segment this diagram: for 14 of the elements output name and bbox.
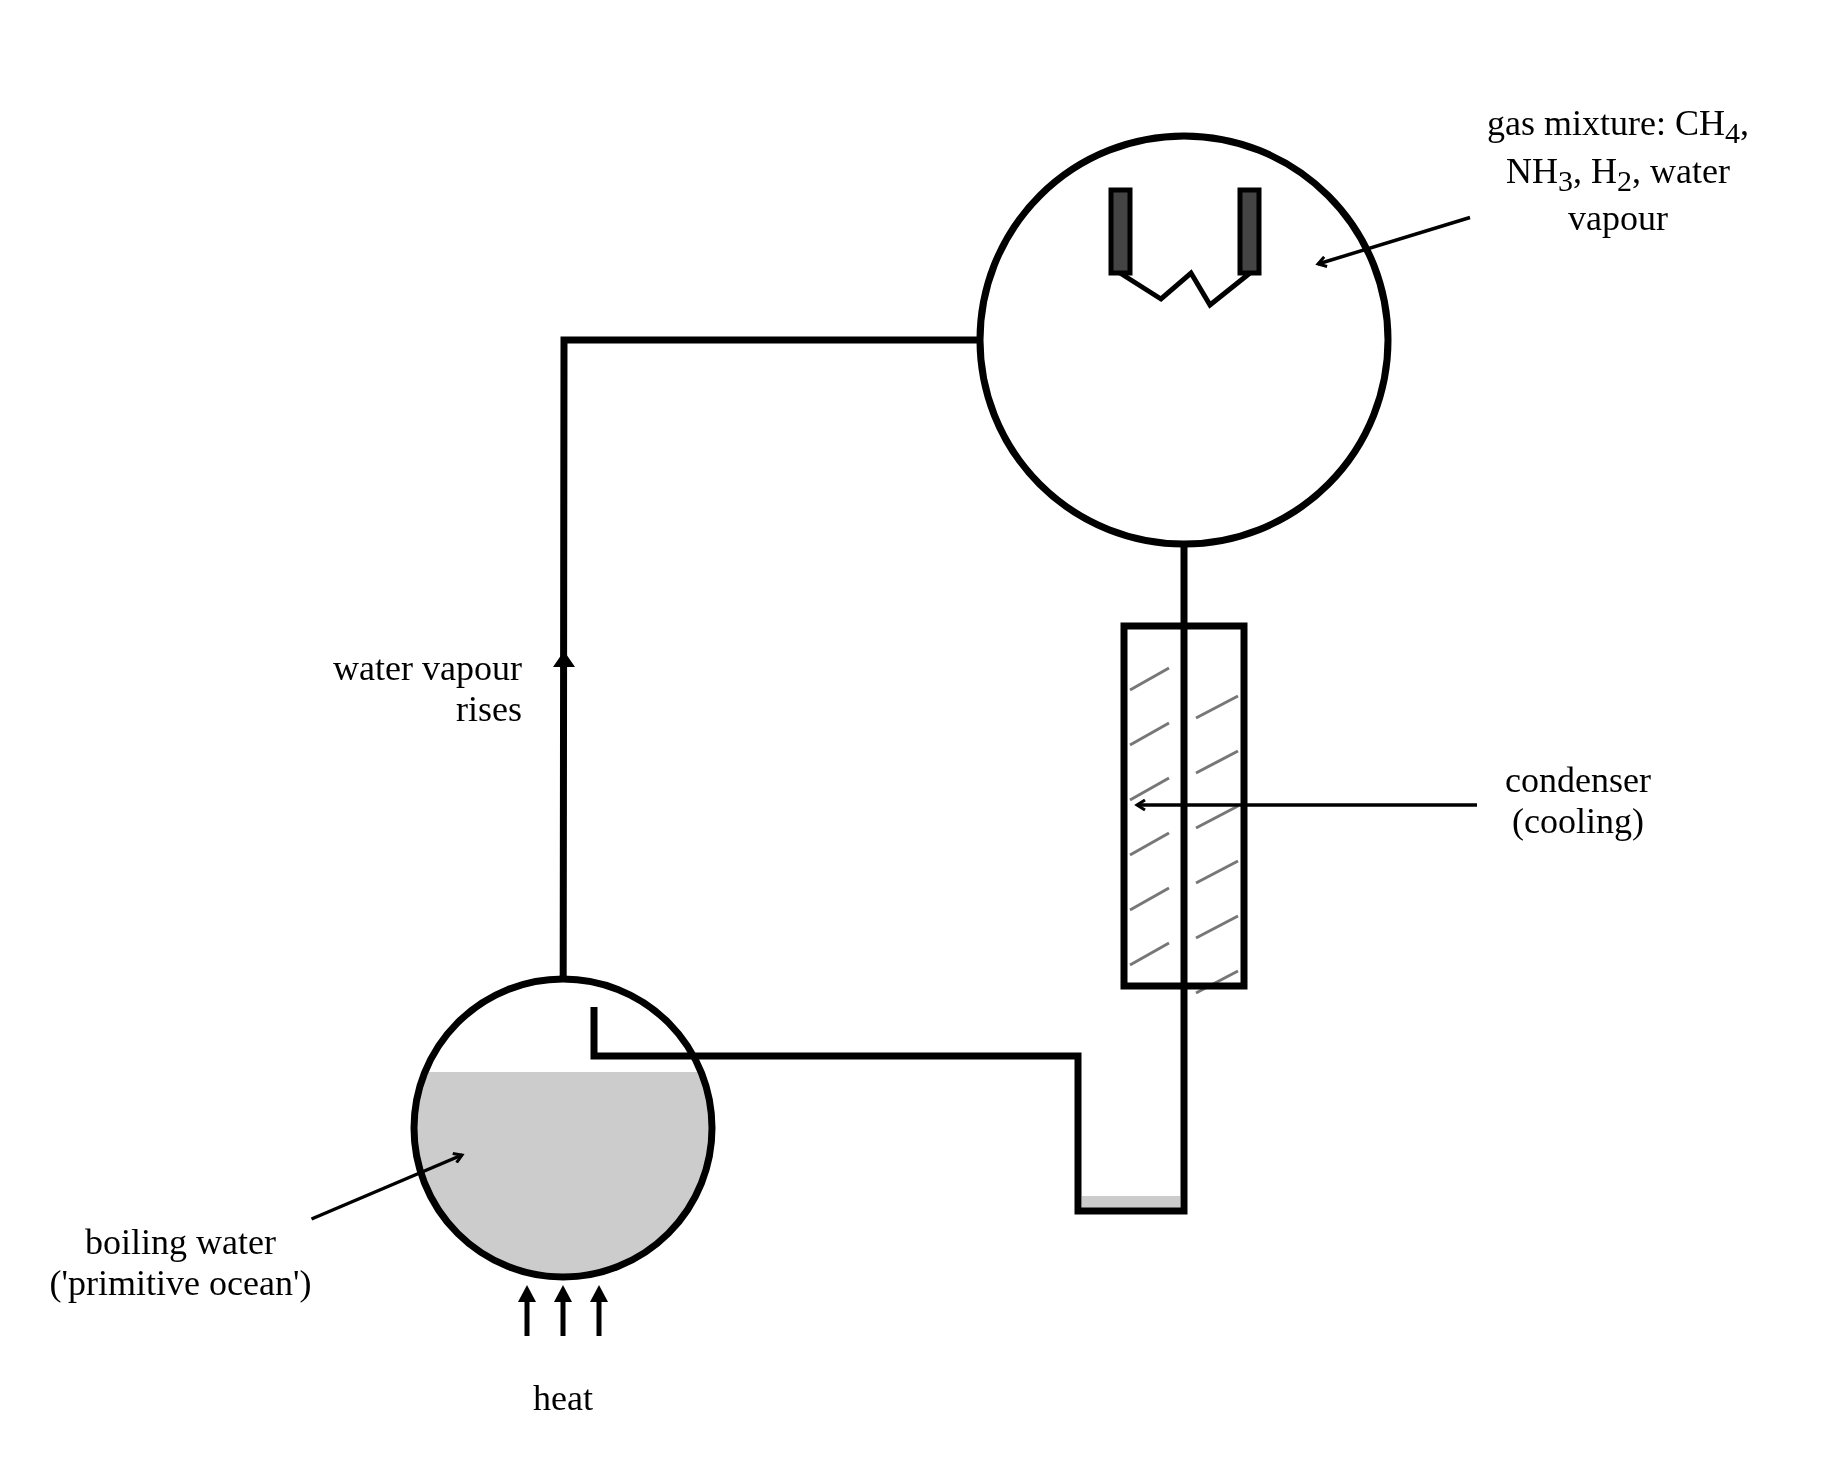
leader-line — [1135, 798, 1477, 812]
return-tube — [590, 986, 1188, 1215]
connecting-tube — [1180, 544, 1188, 626]
vapour-tube — [553, 336, 980, 979]
boiling-flask — [410, 975, 716, 1281]
reaction-sphere — [976, 132, 1392, 548]
condenser — [1120, 622, 1248, 995]
gas-mixture-label: gas mixture: CH$_{4}$, NH$_{3}$, H$_{2}$, water vapour — [1485, 103, 1751, 240]
heat-label: heat — [532, 1378, 594, 1420]
flow-label: water vapour rises — [332, 648, 522, 731]
boiling-water-label: boiling water ('primitive ocean') — [8, 1222, 353, 1305]
leader-line — [1316, 215, 1471, 268]
leader-line — [310, 1152, 464, 1221]
condenser-label: condenser (cooling) — [1458, 760, 1698, 843]
